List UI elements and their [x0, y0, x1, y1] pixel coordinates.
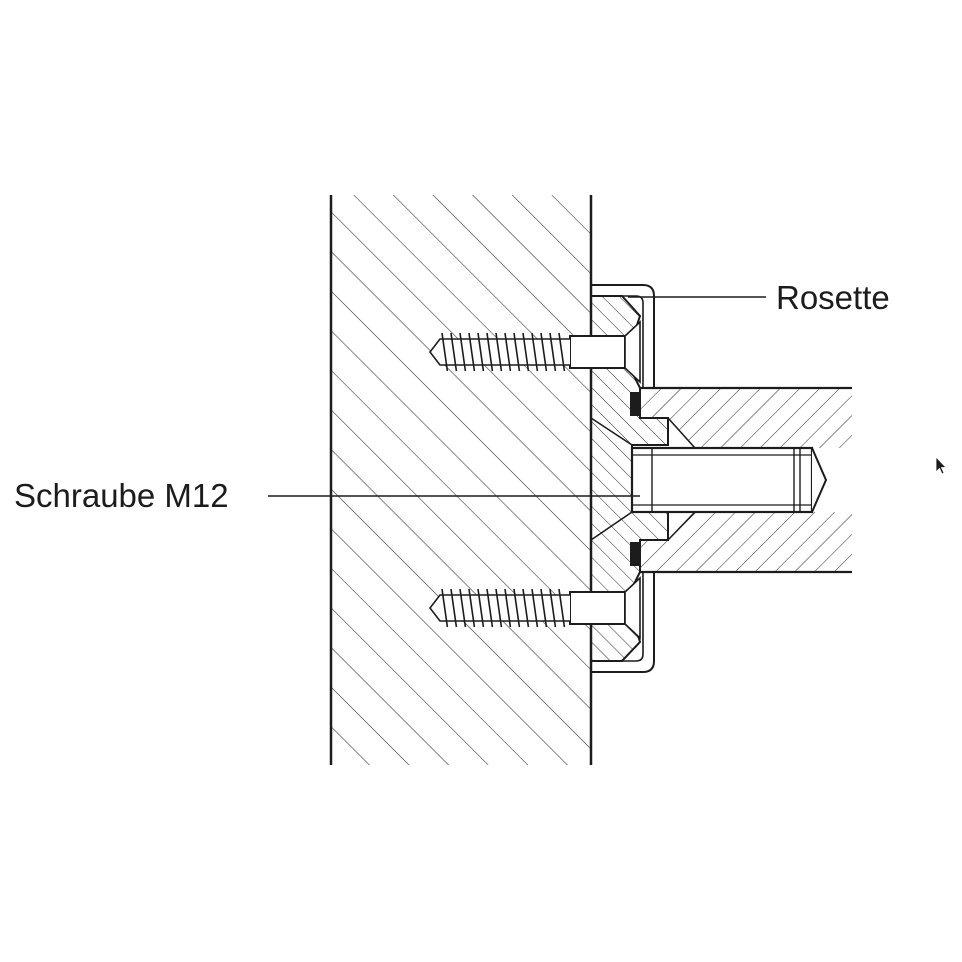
lower-wood-screw	[428, 576, 641, 640]
mouse-pointer-icon	[935, 456, 947, 475]
wall-section	[329, 195, 593, 765]
upper-wood-screw	[428, 320, 641, 384]
screw-label: Schraube M12	[14, 477, 229, 514]
central-screw	[630, 446, 828, 514]
rosette-label: Rosette	[776, 279, 890, 316]
